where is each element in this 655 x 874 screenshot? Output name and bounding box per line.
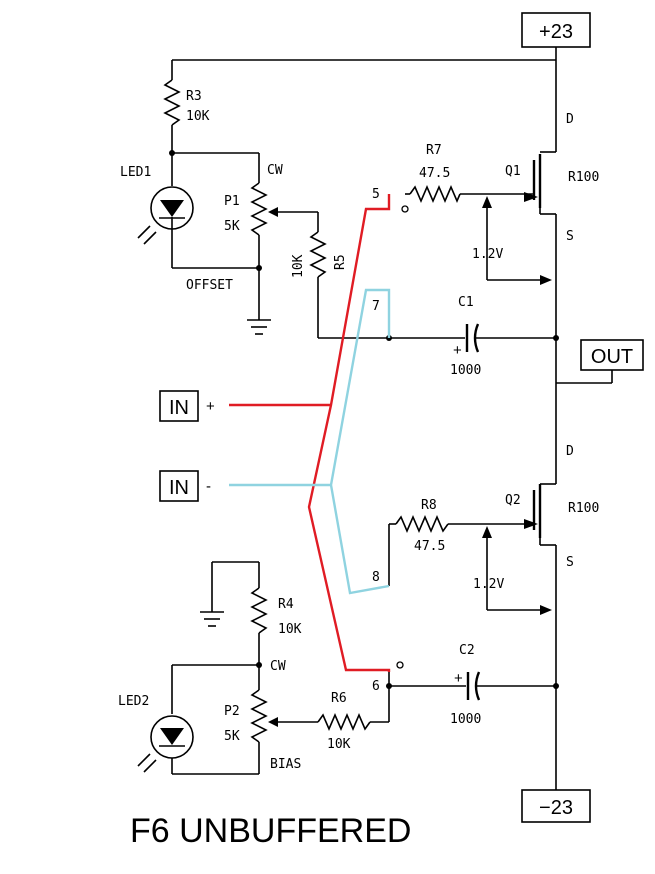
in-neg-sign: - [206, 478, 211, 495]
out-terminal: OUT [580, 339, 644, 371]
r7-value: 47.5 [419, 166, 450, 181]
r3-name: R3 [186, 89, 202, 104]
node-8: 8 [372, 570, 380, 585]
r5-value: 10K [291, 254, 306, 278]
out-label: OUT [591, 346, 633, 368]
c2-polarity: + [454, 670, 463, 687]
vneg-label: −23 [539, 797, 573, 819]
p2-label: BIAS [270, 757, 301, 772]
q1-drain: D [566, 112, 574, 127]
r5-resistor: 10K R5 [291, 212, 465, 339]
node-7: 7 [372, 299, 380, 314]
led2-name: LED2 [118, 694, 149, 709]
q2-drain: D [566, 444, 574, 459]
q2-vgs: 1.2V [473, 577, 504, 592]
p2-cw: CW [270, 659, 286, 674]
in-neg-terminal: IN - [159, 470, 211, 502]
q1-part: R100 [568, 170, 599, 185]
in-pos-terminal: IN + [159, 390, 215, 422]
c2-name: C2 [459, 643, 475, 658]
c1-value: 1000 [450, 363, 481, 378]
main-wires [172, 47, 613, 790]
blue-input-wire [229, 288, 391, 595]
node-6: 6 [372, 679, 380, 694]
in-neg-label: IN [169, 477, 189, 499]
q1-mosfet: R7 47.5 Q1 D R100 S 1.2V [401, 112, 599, 285]
node-5: 5 [372, 187, 380, 202]
q1-vgs: 1.2V [472, 247, 503, 262]
q1-name: Q1 [505, 164, 521, 179]
q2-source: S [566, 555, 574, 570]
p1-name: P1 [224, 194, 240, 209]
p1-label: OFFSET [186, 278, 233, 293]
c1-polarity: + [453, 342, 462, 359]
in-pos-sign: + [206, 398, 215, 415]
r6-value: 10K [327, 737, 351, 752]
r8-name: R8 [421, 498, 437, 513]
c2-value: 1000 [450, 712, 481, 727]
p1-value: 5K [224, 219, 240, 234]
p2-value: 5K [224, 729, 240, 744]
r3-resistor: R3 10K [163, 60, 210, 153]
vpos-label: +23 [539, 21, 573, 43]
q2-name: Q2 [505, 493, 521, 508]
r4-resistor: R4 10K [200, 561, 302, 690]
led1-name: LED1 [120, 165, 151, 180]
r4-name: R4 [278, 597, 294, 612]
in-pos-label: IN [169, 397, 189, 419]
q2-part: R100 [568, 501, 599, 516]
r8-value: 47.5 [414, 539, 445, 554]
c1-capacitor: + C1 1000 [386, 295, 559, 378]
led2-p2-network: LED2 CW P2 5K BIAS R6 10K [118, 659, 389, 775]
r7-name: R7 [426, 143, 442, 158]
r6-name: R6 [331, 691, 347, 706]
c2-capacitor: + C2 1000 [386, 643, 559, 727]
p2-name: P2 [224, 704, 240, 719]
vneg-terminal: −23 [521, 789, 591, 823]
vpos-terminal: +23 [521, 12, 591, 48]
q2-mosfet: R8 47.5 Q2 D R100 S 1.2V [388, 444, 599, 615]
red-input-wire [229, 194, 391, 672]
q1-source: S [566, 229, 574, 244]
p1-cw: CW [267, 163, 283, 178]
r3-value: 10K [186, 109, 210, 124]
r5-name: R5 [333, 254, 348, 270]
led1-p1-network: LED1 CW P1 5K OFFSET [120, 150, 318, 335]
page-title: F6 UNBUFFERED [130, 812, 411, 850]
c1-name: C1 [458, 295, 474, 310]
r4-value: 10K [278, 622, 302, 637]
